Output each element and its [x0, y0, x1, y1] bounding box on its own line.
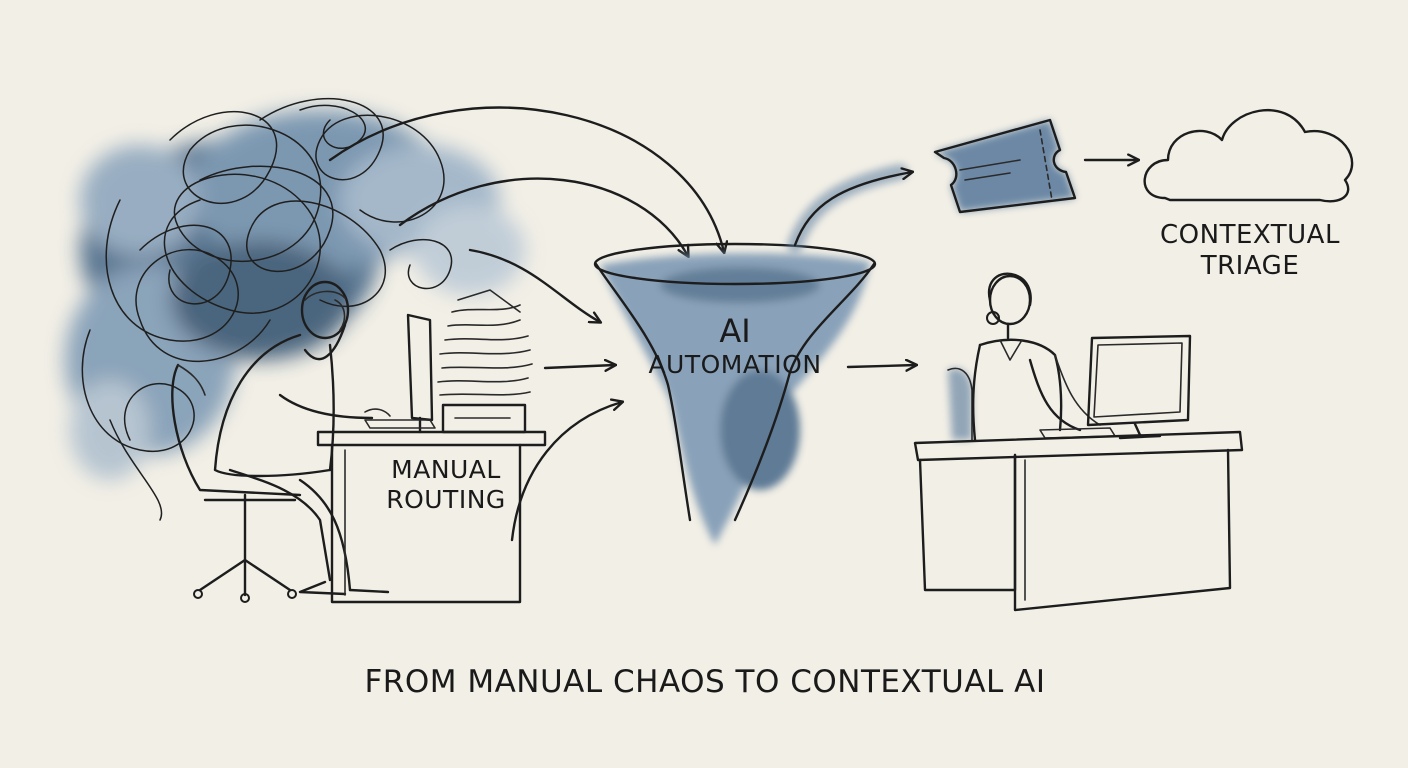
input-arrows [328, 106, 724, 542]
manual-routing-line-1: MANUAL [391, 455, 501, 484]
contextual-triage-label: CONTEXTUAL TRIAGE [1145, 220, 1355, 282]
manual-routing-label: MANUAL ROUTING [376, 455, 516, 515]
contextual-worker [947, 272, 1116, 442]
ai-label: AI [719, 312, 751, 350]
manual-worker [171, 280, 391, 603]
contextual-label: CONTEXTUAL [1160, 220, 1340, 250]
cloud-icon [1143, 108, 1354, 203]
output-arrows [787, 160, 1138, 367]
automation-label: AUTOMATION [648, 350, 822, 380]
manual-desk [316, 289, 547, 604]
ai-automation-label: AI AUTOMATION [630, 312, 840, 380]
chaos-cloud [65, 110, 525, 480]
caption: FROM MANUAL CHAOS TO CONTEXTUAL AI [364, 664, 1046, 700]
ai-funnel [593, 242, 877, 545]
ticket-icon [933, 118, 1077, 214]
manual-routing-line-2: ROUTING [386, 485, 506, 514]
contextual-desk [913, 334, 1244, 612]
triage-label: TRIAGE [1200, 251, 1300, 282]
chaos-scribble [81, 98, 453, 521]
